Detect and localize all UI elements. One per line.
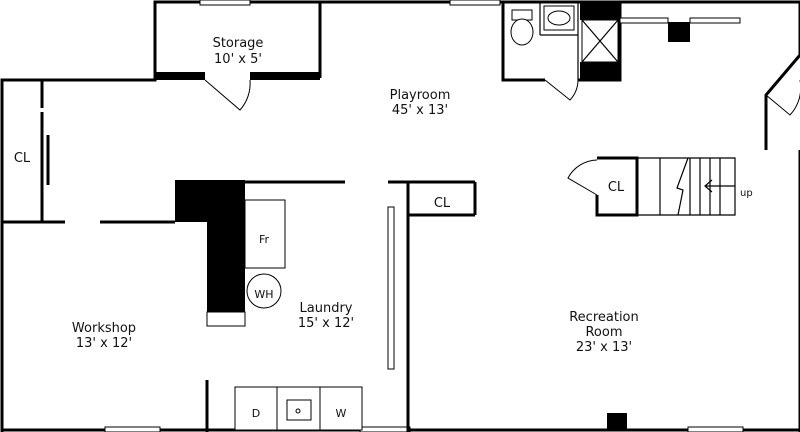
recreation-label-room: Room [585,325,622,340]
column-icon [668,22,690,42]
left-closet [2,80,65,224]
water-heater-label: WH [254,288,273,301]
toilet-icon [510,9,534,46]
bathroom-door[interactable] [544,79,579,101]
storage-size: 10' x 5' [214,52,262,67]
storage-room [153,2,322,111]
dryer-icon [234,386,278,431]
shower-icon [580,2,620,80]
interior-walls [100,180,475,432]
washer-icon [319,386,363,431]
left-closet-label: CL [14,151,31,166]
stair-closet [567,156,639,217]
recreation-size: 23' x 13' [576,340,632,355]
center-closet-label: CL [434,196,451,211]
center-closet [408,182,477,217]
laundry-size: 15' x 12' [298,316,354,331]
exterior-door[interactable] [765,80,800,116]
stair-closet-door[interactable] [567,159,598,196]
fridge-label: Fr [259,233,270,246]
storage-door[interactable] [204,79,251,111]
playroom-label: Playroom [390,88,451,103]
laundry-appliances [234,386,363,431]
bathroom [501,2,622,101]
playroom-size: 45' x 13' [392,103,448,118]
staircase [637,157,736,216]
windows [104,0,744,432]
dryer-label: D [252,407,260,420]
stairs-direction: up [740,188,753,199]
workshop-size: 13' x 12' [76,336,132,351]
sink-icon [543,5,575,31]
storage-label: Storage [213,36,264,51]
washer-label: W [336,407,347,420]
recreation-label: Recreation [569,310,639,325]
stair-closet-label: CL [608,180,625,195]
laundry-label: Laundry [300,301,353,316]
column-icon [607,413,627,431]
workshop-label: Workshop [72,321,136,336]
water-heater-icon [246,273,282,309]
fridge-icon [244,199,286,269]
